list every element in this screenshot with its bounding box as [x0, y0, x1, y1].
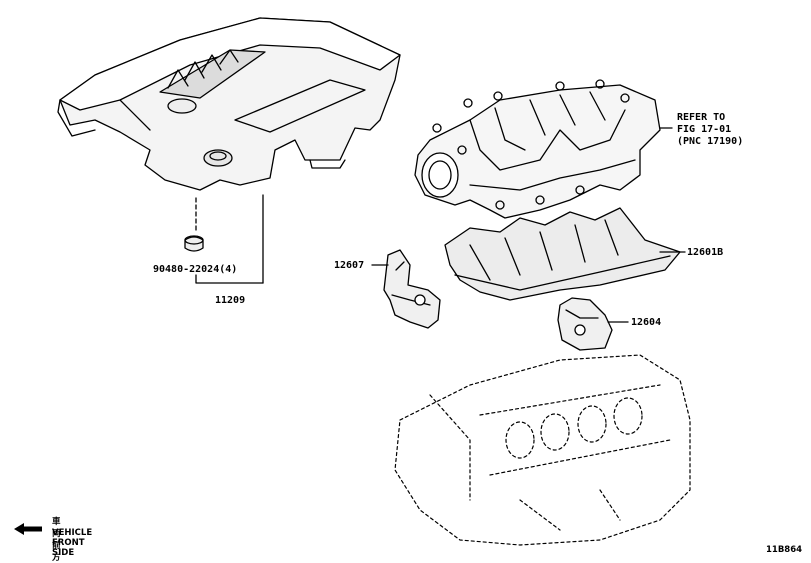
refer-note-line3: (PNC 17190)	[677, 136, 744, 147]
bracket-12604	[557, 297, 613, 351]
part-label-12601b: 12601B	[687, 247, 724, 258]
refer-note-line2: FIG 17-01	[677, 124, 732, 135]
intake-manifold	[414, 79, 661, 219]
part-label-11209: 11209	[215, 295, 246, 306]
bracket-12607	[383, 249, 441, 329]
vehicle-front-label-en: VEHICLE FRONT SIDE	[52, 528, 93, 558]
engine-cover	[57, 17, 401, 191]
vehicle-front-label-jp: 車両前方	[52, 517, 61, 563]
engine-block	[394, 354, 691, 546]
part-label-12604: 12604	[631, 317, 662, 328]
manifold-gasket	[444, 207, 681, 301]
part-label-90480: 90480-22024(4)	[153, 264, 238, 275]
grommet-90480	[184, 235, 204, 252]
figure-code: 11B864	[766, 545, 803, 555]
arrow-left-icon	[14, 523, 42, 535]
part-label-12607: 12607	[334, 260, 365, 271]
refer-note-line1: REFER TO	[677, 112, 726, 123]
